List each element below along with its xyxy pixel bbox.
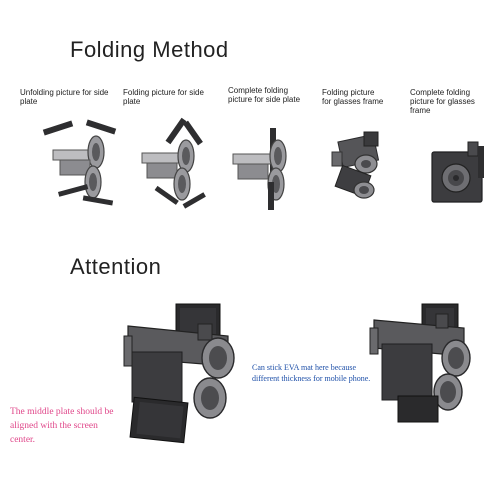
step-label-4: Folding picture for glasses frame: [322, 88, 384, 106]
attention-left-illustration: [123, 303, 235, 444]
folding-method-title: Folding Method: [70, 37, 229, 62]
attention-title: Attention: [70, 254, 162, 279]
step-4-illustration: [331, 131, 380, 199]
step-1-illustration: [42, 119, 117, 206]
attention-right-illustration: [369, 303, 471, 423]
attention-right-note: Can stick EVA mat here because different…: [252, 363, 371, 383]
step-label-5: Complete folding picture for glasses fra…: [410, 88, 475, 115]
step-5-illustration: [431, 141, 484, 203]
step-label-2: Folding picture for side plate: [123, 88, 204, 106]
step-label-3: Complete folding picture for side plate: [228, 86, 301, 104]
step-3-illustration: [232, 128, 287, 210]
step-label-1: Unfolding picture for side plate: [20, 88, 109, 106]
step-2-illustration: [141, 117, 206, 209]
attention-left-note: The middle plate should be aligned with …: [10, 407, 114, 445]
